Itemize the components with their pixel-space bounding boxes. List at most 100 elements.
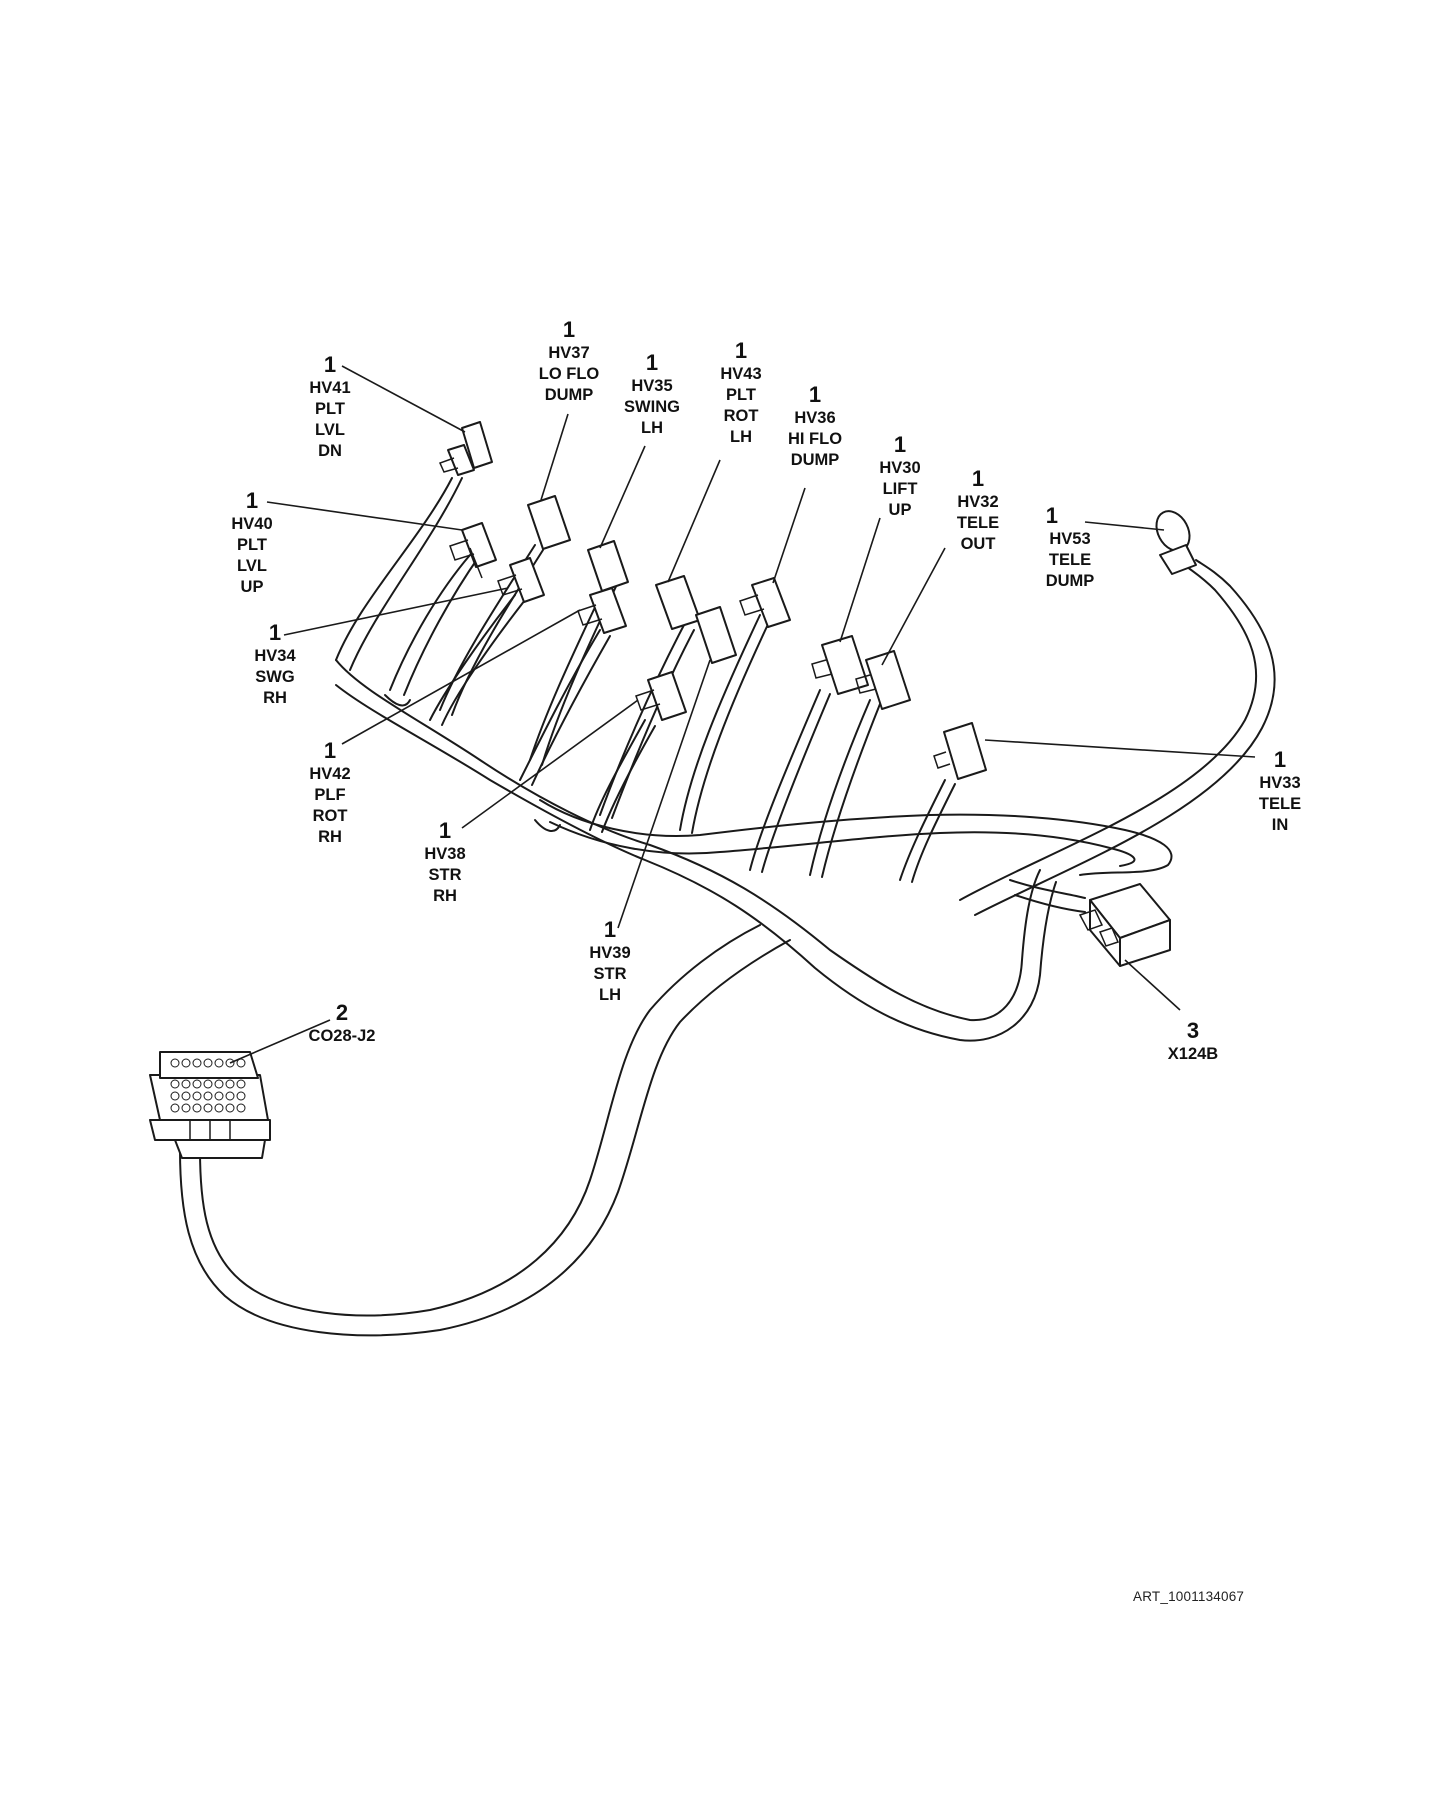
callout-line: LVL bbox=[315, 421, 345, 439]
callout-line: HV34 bbox=[254, 647, 296, 665]
connector-hv32 bbox=[855, 650, 911, 710]
harness-trunk bbox=[179, 559, 1276, 1337]
callout-hv33: 1 HV33 TELE IN bbox=[1259, 747, 1301, 836]
callout-co28-j2: 2 CO28-J2 bbox=[309, 1000, 376, 1047]
callout-line: UP bbox=[888, 501, 912, 519]
item-number: 1 bbox=[893, 432, 907, 457]
callout-line: HV41 bbox=[309, 379, 351, 397]
connector-hv35 bbox=[587, 540, 629, 592]
item-number: 1 bbox=[562, 317, 576, 342]
callout-line: LH bbox=[730, 428, 752, 446]
connector-hv53 bbox=[1155, 510, 1197, 575]
callout-line: DUMP bbox=[544, 386, 594, 404]
connector-wires bbox=[335, 477, 956, 883]
callout-hv34: 1 HV34 SWG RH bbox=[254, 620, 295, 709]
callout-line: LIFT bbox=[882, 480, 918, 498]
item-number: 1 bbox=[1045, 503, 1058, 528]
connector-hv34 bbox=[497, 557, 545, 603]
callout-line: STR bbox=[428, 866, 462, 884]
callout-line: ROT bbox=[723, 407, 759, 425]
leader-lines bbox=[229, 365, 1256, 1064]
callout-line: HV40 bbox=[231, 515, 273, 533]
callout-line: X124B bbox=[1167, 1045, 1219, 1063]
item-number: 1 bbox=[323, 352, 337, 377]
callout-x124b: 3 X124B bbox=[1168, 1018, 1218, 1065]
co28-pin-grid bbox=[170, 1058, 246, 1113]
connector-hv33 bbox=[933, 722, 987, 780]
item-number: 1 bbox=[603, 917, 617, 942]
connector-hv37 bbox=[527, 495, 571, 550]
callout-hv30: 1 HV30 LIFT UP bbox=[879, 432, 920, 521]
callout-line: OUT bbox=[960, 535, 996, 553]
item-number: 1 bbox=[323, 738, 337, 763]
callout-line: HV39 bbox=[589, 944, 631, 962]
callout-hv40: 1 HV40 PLT LVL UP bbox=[231, 488, 272, 598]
callout-hv53: 1 HV53 TELE DUMP bbox=[1046, 503, 1095, 592]
callout-line: UP bbox=[240, 578, 264, 596]
callout-hv37: 1 HV37 LO FLO DUMP bbox=[539, 317, 600, 406]
callout-hv39: 1 HV39 STR LH bbox=[589, 917, 630, 1006]
connector-hv42 bbox=[577, 587, 627, 634]
item-number: 1 bbox=[1273, 747, 1287, 772]
item-number: 1 bbox=[245, 488, 259, 513]
item-number: 1 bbox=[645, 350, 659, 375]
callout-line: HV36 bbox=[794, 409, 836, 427]
callout-line: PLF bbox=[314, 786, 346, 804]
callout-line: CO28-J2 bbox=[308, 1027, 376, 1045]
item-number: 1 bbox=[438, 818, 452, 843]
callout-line: HV32 bbox=[957, 493, 999, 511]
callout-line: PLT bbox=[315, 400, 345, 418]
callout-line: SWG bbox=[255, 668, 295, 686]
callout-line: LVL bbox=[237, 557, 267, 575]
callout-line: HV30 bbox=[879, 459, 921, 477]
item-number: 1 bbox=[971, 466, 985, 491]
connector-hv38 bbox=[635, 671, 687, 721]
callout-line: RH bbox=[433, 887, 457, 905]
item-number: 1 bbox=[808, 382, 822, 407]
callout-line: IN bbox=[1271, 816, 1289, 834]
connector-hv43 bbox=[655, 575, 701, 630]
callout-line: TELE bbox=[1048, 551, 1092, 569]
callout-line: HV38 bbox=[424, 845, 466, 863]
callout-line: LO FLO bbox=[538, 365, 600, 383]
callout-line: HV53 bbox=[1049, 530, 1091, 548]
connector-hv41 bbox=[438, 421, 493, 476]
callout-line: LH bbox=[640, 419, 663, 437]
connector-hv39 bbox=[695, 606, 737, 664]
callout-line: RH bbox=[263, 689, 287, 707]
callout-line: SWING bbox=[624, 398, 680, 416]
callout-line: DUMP bbox=[790, 451, 840, 469]
callout-line: HI FLO bbox=[787, 430, 843, 448]
callout-line: HV35 bbox=[631, 377, 673, 395]
connector-hv40 bbox=[449, 522, 497, 579]
connector-hv30 bbox=[811, 635, 869, 695]
callout-line: HV43 bbox=[720, 365, 762, 383]
callout-line: HV37 bbox=[548, 344, 590, 362]
drawing-id: ART_1001134067 bbox=[1133, 1589, 1245, 1604]
callout-line: TELE bbox=[1258, 795, 1302, 813]
callout-hv35: 1 HV35 SWING LH bbox=[624, 350, 680, 439]
item-number: 2 bbox=[335, 1000, 349, 1025]
callout-hv38: 1 HV38 STR RH bbox=[424, 818, 465, 907]
callout-line: DUMP bbox=[1045, 572, 1095, 590]
callout-line: PLT bbox=[726, 386, 756, 404]
item-number: 1 bbox=[734, 338, 748, 363]
callout-hv42: 1 HV42 PLF ROT RH bbox=[309, 738, 350, 848]
callout-line: STR bbox=[593, 965, 627, 983]
callout-line: LH bbox=[599, 986, 621, 1004]
callout-line: TELE bbox=[956, 514, 1000, 532]
item-number: 1 bbox=[268, 620, 282, 645]
callout-line: ROT bbox=[312, 807, 348, 825]
connector-co28-j2 bbox=[149, 1051, 271, 1159]
callout-line: PLT bbox=[237, 536, 267, 554]
connector-hv36 bbox=[739, 577, 791, 628]
item-number: 3 bbox=[1186, 1018, 1200, 1043]
callout-line: HV42 bbox=[309, 765, 351, 783]
callout-hv41: 1 HV41 PLT LVL DN bbox=[309, 352, 350, 462]
callout-hv43: 1 HV43 PLT ROT LH bbox=[720, 338, 761, 448]
callout-line: HV33 bbox=[1259, 774, 1301, 792]
callout-hv32: 1 HV32 TELE OUT bbox=[957, 466, 999, 555]
callout-line: RH bbox=[318, 828, 342, 846]
callout-line: DN bbox=[318, 442, 342, 460]
